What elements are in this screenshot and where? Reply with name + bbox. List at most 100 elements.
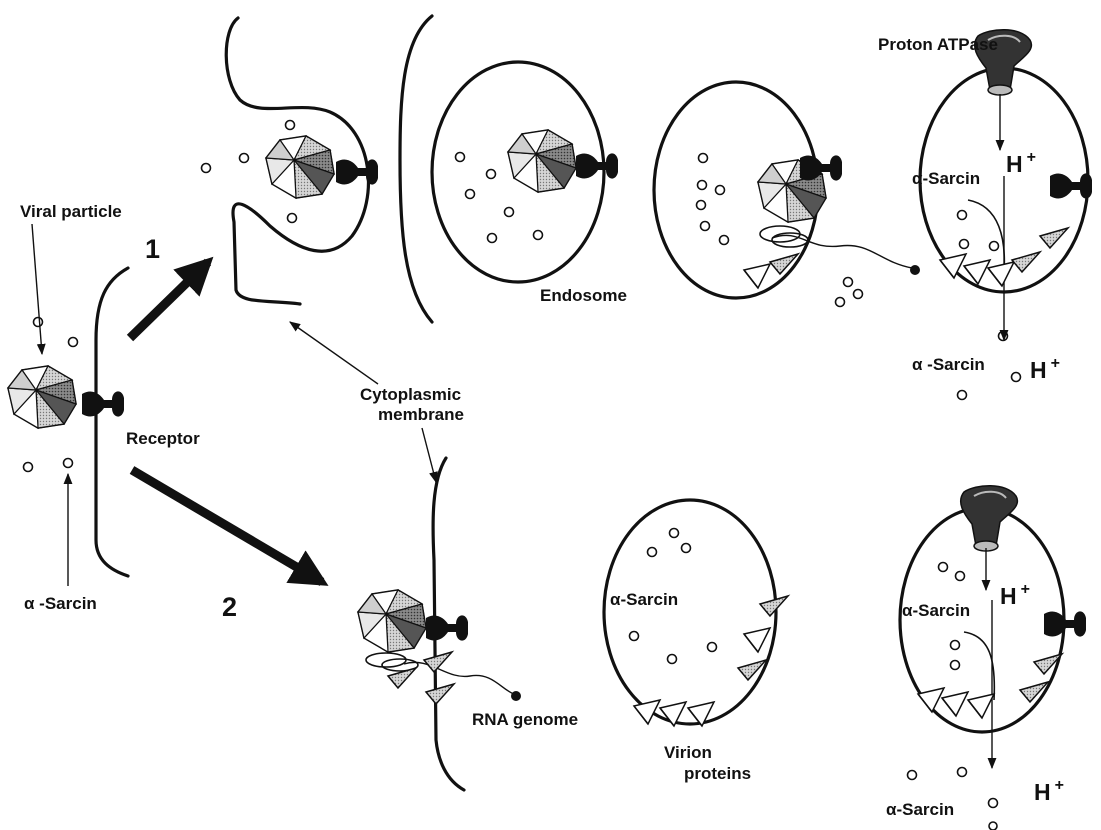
sarcin-molecule-icon (202, 164, 211, 173)
virion-protein-icon (634, 700, 660, 724)
acidification-bottom-group: H+ α-Sarcin H+ α-Sarcin (886, 486, 1086, 830)
sarcin-molecule-icon (487, 170, 496, 179)
rna-genome-label: RNA genome (472, 710, 578, 729)
sarcin-molecule-icon (989, 799, 998, 808)
h-plus-outside-label: H+ (1030, 355, 1060, 383)
acidification-top-group: Proton ATPase α-Sarcin H+ α -Sarcin H+ (878, 30, 1092, 400)
sarcin-molecule-icon (697, 201, 706, 210)
cytoplasmic-pointer-down (422, 428, 436, 482)
sarcin-molecule-icon (960, 240, 969, 249)
sarcin-molecule-icon (488, 234, 497, 243)
sarcin-molecule-icon (854, 290, 863, 299)
virion-label-line2: proteins (684, 764, 751, 783)
viral-particle-label: Viral particle (20, 202, 122, 221)
sarcin-molecule-icon (939, 563, 948, 572)
sarcin-molecule-icon (64, 459, 73, 468)
receptor-icon (336, 159, 378, 184)
sarcin-molecule-icon (844, 278, 853, 287)
endosome-group: Endosome (400, 16, 627, 322)
h-plus-inside-label: H+ (1006, 149, 1036, 177)
sarcin-molecule-icon (682, 544, 691, 553)
h-plus-outside-label: H+ (1034, 777, 1064, 805)
sarcin-molecule-icon (1012, 373, 1021, 382)
viral-capsid-icon (266, 136, 334, 198)
proton-atpase-label: Proton ATPase (878, 35, 998, 54)
virion-protein-icon (744, 264, 770, 288)
virion-protein-icon (918, 688, 944, 712)
sarcin-molecule-icon (956, 572, 965, 581)
cell-membrane-bracket (400, 16, 432, 322)
sarcin-molecule-icon (958, 768, 967, 777)
sarcin-molecule-icon (34, 318, 43, 327)
h-plus-inside-label: H+ (1000, 581, 1030, 609)
endosome-label: Endosome (540, 286, 627, 305)
receptor-icon (426, 615, 468, 640)
plasma-membrane-left (96, 268, 128, 576)
receptor-label: Receptor (126, 429, 200, 448)
empty-vesicle-group: α-Sarcin Virion proteins (604, 500, 788, 783)
sarcin-molecule-icon (716, 186, 725, 195)
receptor-icon (82, 391, 124, 416)
virion-protein-icon (968, 694, 994, 718)
initial-binding-group: Viral particle Receptor α -Sarcin 1 2 (8, 202, 322, 622)
virion-protein-icon (942, 692, 968, 716)
alpha-sarcin-outside-label: α -Sarcin (912, 355, 985, 374)
sarcin-molecule-icon (456, 153, 465, 162)
uncoating-group (654, 82, 920, 307)
sarcin-molecule-icon (466, 190, 475, 199)
receptor-icon (576, 153, 618, 178)
alpha-sarcin-inside-label: α-Sarcin (902, 601, 970, 620)
cytoplasmic-pointer-up (290, 322, 378, 384)
sarcin-molecule-icon (708, 643, 717, 652)
virion-label-line1: Virion (664, 743, 712, 762)
sarcin-molecule-icon (999, 332, 1008, 341)
sarcin-molecule-icon (286, 121, 295, 130)
cytoplasmic-label-line2: membrane (378, 405, 464, 424)
cytoplasmic-membrane-annotation: Cytoplasmic membrane (290, 322, 464, 482)
cytoplasmic-label-line1: Cytoplasmic (360, 385, 461, 404)
sarcin-molecule-icon (288, 214, 297, 223)
invagination-group (202, 18, 379, 304)
sarcin-molecule-icon (670, 529, 679, 538)
viral-capsid-icon (8, 366, 76, 428)
sarcin-molecule-icon (958, 211, 967, 220)
virion-protein-icon (1012, 252, 1040, 272)
alpha-sarcin-outside-label: α-Sarcin (886, 800, 954, 819)
rna-end-icon (511, 691, 521, 701)
virion-protein-icon (1040, 228, 1068, 248)
sarcin-molecule-icon (534, 231, 543, 240)
sarcin-molecule-icon (908, 771, 917, 780)
sarcin-molecule-icon (951, 661, 960, 670)
rna-strand-icon (404, 662, 514, 694)
virion-protein-icon (988, 262, 1014, 286)
sarcin-molecule-icon (951, 641, 960, 650)
step-1-label: 1 (145, 234, 160, 264)
alpha-sarcin-vesicle-label: α-Sarcin (610, 590, 678, 609)
sarcin-molecule-icon (648, 548, 657, 557)
sarcin-molecule-icon (630, 632, 639, 641)
rna-end-icon (910, 265, 920, 275)
sarcin-molecule-icon (958, 391, 967, 400)
sarcin-molecule-icon (720, 236, 729, 245)
step-2-label: 2 (222, 592, 237, 622)
sarcin-exit-path (964, 632, 994, 700)
sarcin-molecule-icon (24, 463, 33, 472)
direct-penetration-group: RNA genome (358, 458, 578, 790)
receptor-icon (1050, 173, 1092, 198)
alpha-sarcin-inside-label: α-Sarcin (912, 169, 980, 188)
alpha-sarcin-label-left: α -Sarcin (24, 594, 97, 613)
viral-particle-pointer (32, 224, 42, 354)
viral-capsid-icon (508, 130, 576, 192)
sarcin-molecule-icon (668, 655, 677, 664)
virion-protein-icon (426, 684, 454, 704)
sarcin-molecule-icon (698, 181, 707, 190)
viral-capsid-icon (358, 590, 426, 652)
sarcin-molecule-icon (836, 298, 845, 307)
pathway-2-arrow (132, 470, 322, 582)
sarcin-molecule-icon (701, 222, 710, 231)
virion-protein-icon (744, 628, 770, 652)
sarcin-molecule-icon (989, 822, 997, 830)
sarcin-molecule-icon (69, 338, 78, 347)
endosome-vesicle-bottom (604, 500, 776, 724)
